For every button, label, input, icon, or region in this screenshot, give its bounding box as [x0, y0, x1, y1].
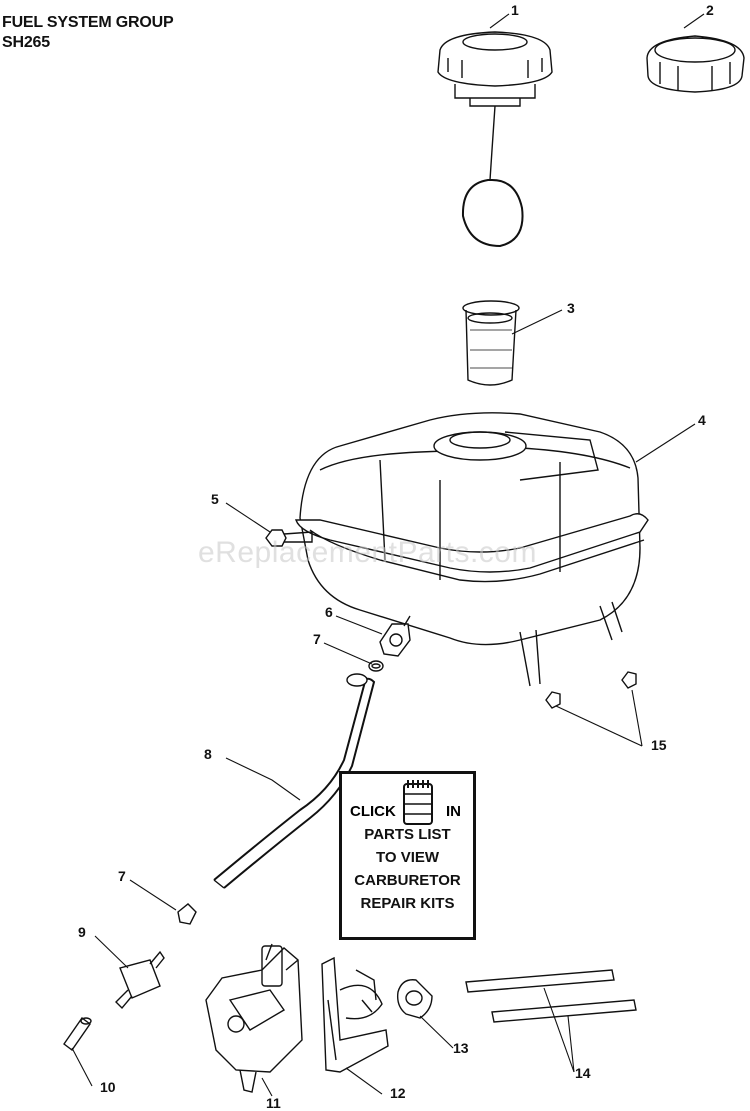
- callout-3[interactable]: 3: [567, 300, 575, 316]
- model-number: SH265: [2, 34, 50, 51]
- callout-12[interactable]: 12: [390, 1085, 406, 1101]
- callout-14[interactable]: 14: [575, 1065, 591, 1081]
- part-2-cap[interactable]: [646, 35, 745, 93]
- callout-7-upper[interactable]: 7: [313, 631, 321, 647]
- part-4-fuel-tank[interactable]: [295, 412, 649, 687]
- callout-4[interactable]: 4: [698, 412, 706, 428]
- part-12-insulator[interactable]: [321, 956, 389, 1073]
- carburetor-label: CARBURETOR: [354, 872, 461, 889]
- callout-8[interactable]: 8: [204, 746, 212, 762]
- diagram-title: FUEL SYSTEM GROUP: [2, 14, 174, 31]
- in-label: IN: [446, 803, 461, 820]
- callout-7-lower[interactable]: 7: [118, 868, 126, 884]
- callout-1[interactable]: 1: [511, 2, 519, 18]
- part-15-grommets[interactable]: [545, 671, 637, 709]
- parts-list-link-box[interactable]: CLICK IN PARTS LIST TO VIEW CARBURETOR R…: [339, 771, 476, 940]
- part-10-pin[interactable]: [63, 1017, 92, 1051]
- parts-list-label: PARTS LIST: [364, 826, 451, 843]
- part-5-bolt[interactable]: [265, 529, 313, 547]
- part-11-carburetor[interactable]: [205, 943, 303, 1093]
- watermark: eReplacementParts.com: [198, 536, 537, 569]
- callout-13[interactable]: 13: [453, 1040, 469, 1056]
- repair-kits-label: REPAIR KITS: [360, 895, 455, 912]
- part-9-fuel-filter[interactable]: [115, 950, 165, 1010]
- callout-10[interactable]: 10: [100, 1079, 116, 1095]
- callout-2[interactable]: 2: [706, 2, 714, 18]
- part-1-fuel-cap[interactable]: [437, 31, 553, 248]
- part-7-clip-lower[interactable]: [177, 903, 197, 925]
- callout-6[interactable]: 6: [325, 604, 333, 620]
- part-13-gasket[interactable]: [396, 979, 433, 1019]
- part-14-studs[interactable]: [465, 969, 637, 1023]
- callout-15[interactable]: 15: [651, 737, 667, 753]
- click-label: CLICK: [350, 803, 396, 820]
- callout-11[interactable]: 11: [266, 1095, 281, 1111]
- part-3-strainer[interactable]: [462, 300, 520, 386]
- part-6-fuel-valve[interactable]: [379, 615, 411, 657]
- to-view-label: TO VIEW: [375, 849, 440, 866]
- part-7-clip-upper[interactable]: [368, 660, 384, 672]
- callout-9[interactable]: 9: [78, 924, 86, 940]
- parts-list-icon: [403, 780, 433, 825]
- callout-5[interactable]: 5: [211, 491, 219, 507]
- leader-lines: [71, 13, 705, 1097]
- part-8-fuel-line[interactable]: [213, 673, 376, 889]
